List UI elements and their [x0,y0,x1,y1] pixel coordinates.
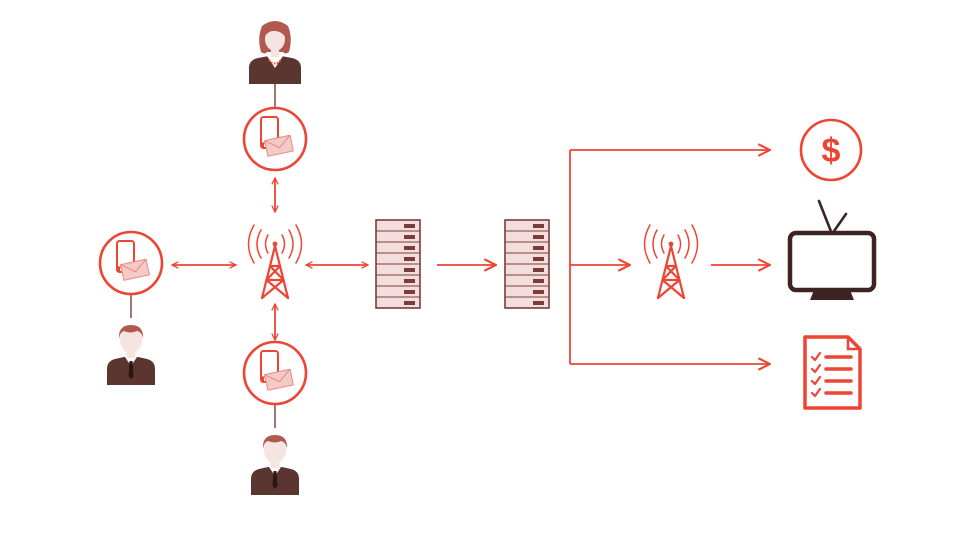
dollar-circle-icon: $ [799,118,863,182]
connectors [130,84,770,428]
cell-tower-icon [247,223,303,300]
businessman-avatar-icon [107,325,155,385]
server-rack-icon [375,219,421,309]
businessman-avatar-icon [251,435,299,495]
dollar-sign: $ [822,132,841,170]
checklist-document-icon [803,335,862,410]
server-rack-icon [504,219,550,309]
phone-message-icon [242,106,308,172]
phone-message-icon [98,230,164,296]
phone-message-icon [242,340,308,406]
cell-tower-icon [643,223,699,300]
television-icon [787,199,877,300]
businesswoman-avatar-icon [248,20,302,85]
